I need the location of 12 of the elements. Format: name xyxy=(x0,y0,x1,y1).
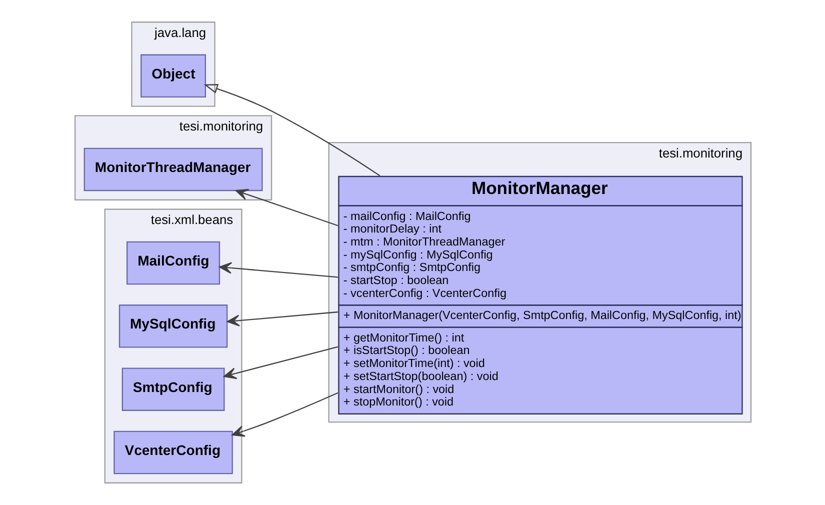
arrow xyxy=(226,311,338,326)
node-box: VcenterConfig xyxy=(113,430,232,474)
arrow xyxy=(234,188,338,226)
arrow xyxy=(231,392,338,437)
arrow xyxy=(218,262,338,278)
node-box: MailConfig xyxy=(126,241,220,285)
arrow xyxy=(203,84,380,176)
arrow xyxy=(223,346,338,380)
node-box: SmtpConfig xyxy=(121,368,224,411)
node-box: MonitorThreadManager xyxy=(83,148,262,192)
node-box: Object xyxy=(140,54,206,98)
node-box: MySqlConfig xyxy=(118,304,228,348)
